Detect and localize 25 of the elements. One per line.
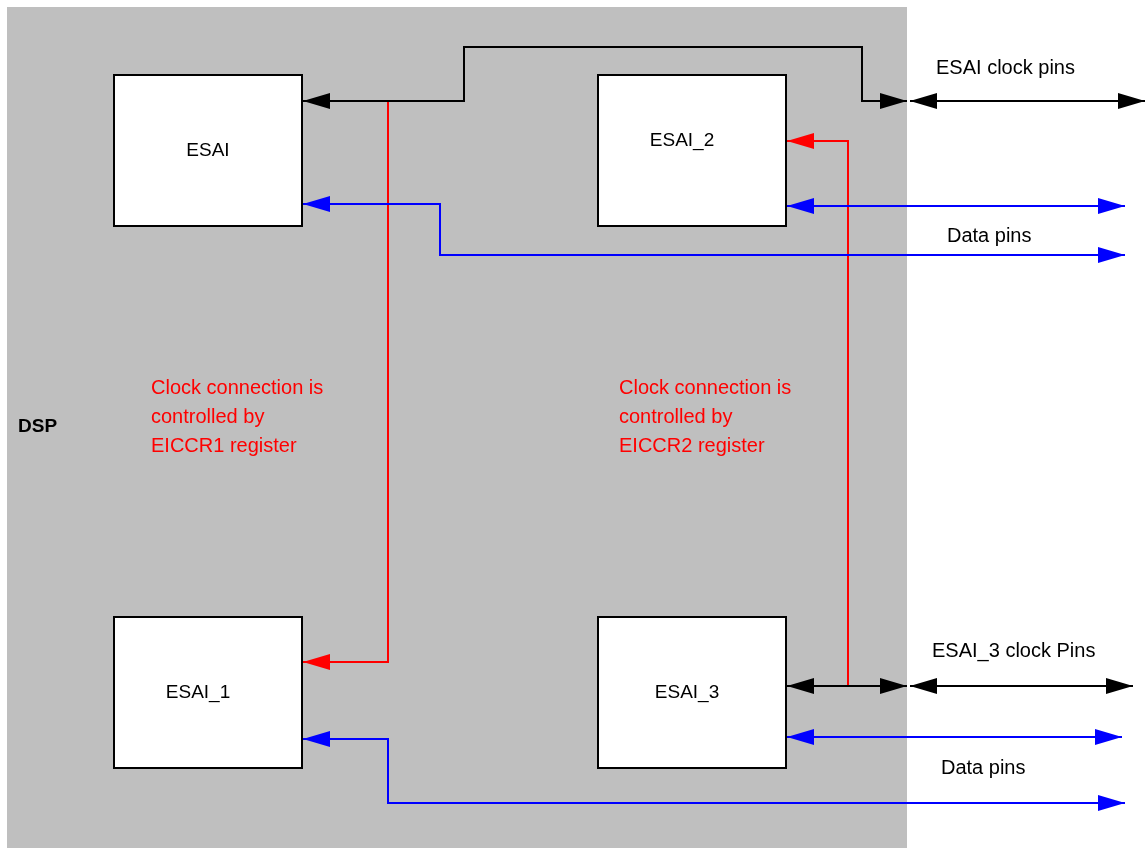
module-box — [113, 616, 303, 769]
annotation-text: Clock connection is controlled by EICCR1 register — [151, 375, 325, 458]
module-box — [597, 616, 787, 769]
pin-label: Data pins — [941, 755, 1026, 780]
pin-label: Data pins — [947, 223, 1032, 248]
module-label: ESAI_2 — [649, 128, 715, 153]
pin-label: ESAI clock pins — [936, 55, 1075, 80]
connector-arrow — [786, 198, 1126, 214]
annotation-text: Clock connection is controlled by EICCR2 register — [619, 375, 793, 458]
module-label: ESAI_3 — [654, 680, 720, 705]
module-label: ESAI_1 — [165, 680, 231, 705]
module-label: DSP — [18, 415, 58, 436]
module-label: ESAI — [186, 138, 230, 163]
module-box — [113, 74, 303, 227]
pin-label: ESAI_3 clock Pins — [932, 638, 1096, 664]
connector-arrow — [302, 731, 1126, 811]
connector-arrow — [909, 93, 1146, 109]
connector-arrow — [786, 729, 1123, 745]
connector-arrow — [302, 46, 908, 109]
connector-arrow — [786, 133, 849, 687]
connector-arrow — [909, 678, 1134, 694]
connector-arrow — [786, 678, 908, 694]
module-box — [597, 74, 787, 227]
dsp-region — [7, 7, 907, 848]
connector-arrow — [302, 196, 1126, 263]
